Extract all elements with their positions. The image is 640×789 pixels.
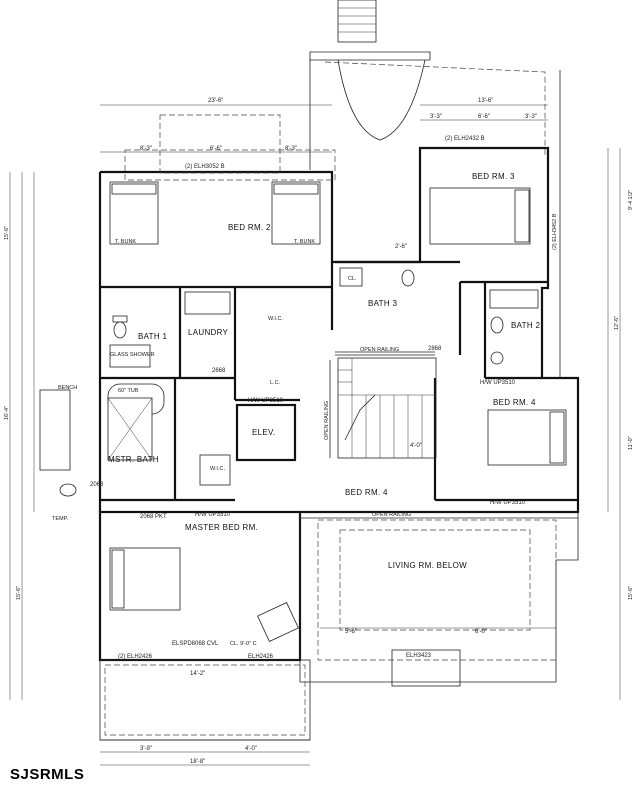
- room-lc: L.C.: [270, 380, 281, 386]
- dim-bottom-4: 14'-2": [190, 671, 205, 677]
- room-bed-rm-2: BED RM. 2: [228, 223, 271, 232]
- room-bed-rm-4-hall: BED RM. 4: [345, 488, 388, 497]
- room-bed-rm-4: BED RM. 4: [493, 398, 536, 407]
- fixtures: [39, 267, 539, 497]
- door-tag-4: 2068 PKT: [140, 514, 167, 520]
- ceiling-note: CL. 9'-0" C: [230, 641, 257, 647]
- room-bed-rm-3: BED RM. 3: [472, 172, 515, 181]
- room-living-below: LIVING RM. BELOW: [388, 561, 467, 570]
- room-bath-1: BATH 1: [138, 332, 167, 341]
- fixture-shower: GLASS SHOWER: [110, 352, 155, 358]
- dim-mid-2: 4'-0": [410, 443, 422, 449]
- label-temp: TEMP.: [52, 516, 69, 522]
- dim-mid-3: 5'-6": [345, 629, 357, 635]
- label-bench: BENCH: [58, 385, 77, 391]
- dim-top-l1: 8'-3": [140, 146, 152, 152]
- hw-tag-1: H/W UP3510: [480, 380, 516, 386]
- dim-right-4: 12'-6": [614, 316, 620, 330]
- room-cl: CL.: [348, 276, 357, 282]
- room-wic-2: W.I.C.: [210, 466, 225, 472]
- dim-right-3: 15'-6": [628, 586, 634, 600]
- interior-walls: [100, 260, 578, 502]
- dim-top-overall: 23'-6": [208, 98, 223, 104]
- window-tag-4: ELSPD8068 CVL: [172, 641, 219, 647]
- beds: [109, 181, 567, 642]
- dim-right-1: 9'-4 1/2": [628, 190, 634, 210]
- label-open-railing-1: OPEN RAILING: [360, 347, 399, 353]
- dim-top-r1: 3'-3": [430, 114, 442, 120]
- label-open-railing-2: OPEN RAILING: [372, 512, 411, 518]
- dim-bottom-2: 3'-9": [140, 746, 152, 752]
- cupola: [309, 0, 546, 155]
- mls-watermark: SJSRMLS: [10, 766, 85, 783]
- dim-left-3: 15'-6": [16, 586, 22, 600]
- dim-top-r2: 6'-6": [478, 114, 490, 120]
- dim-mid-1: 2'-6": [395, 244, 407, 250]
- dim-left-2: 16'-4": [4, 406, 10, 420]
- door-tag-2: 2868: [428, 346, 442, 352]
- dim-bottom-1: 18'-8": [190, 759, 205, 765]
- dim-mid-4: 6'-0": [475, 629, 487, 635]
- window-tag-5: (2) ELH2426: [118, 654, 153, 660]
- label-open-railing-vertical: OPEN RAILING: [324, 401, 330, 440]
- dim-left-1: 15'-6": [4, 226, 10, 240]
- fixture-tub: 60" TUB: [118, 388, 139, 394]
- room-bath-3: BATH 3: [368, 299, 397, 308]
- window-tag-7: ELH2426: [248, 654, 274, 660]
- window-tag-3: (2) ELH3452 B: [552, 213, 558, 250]
- hw-tag-2: H/W UP3510: [490, 500, 526, 506]
- stairs: [337, 357, 437, 459]
- room-wic-1: W.I.C.: [268, 316, 283, 322]
- outer-walls: [98, 60, 580, 683]
- room-bath-2: BATH 2: [511, 321, 540, 330]
- room-mstr-bath: MSTR. BATH: [108, 455, 159, 464]
- hw-tag-3: H/W UP3510: [248, 398, 284, 404]
- window-tag-1: (2) ELH2432 B: [445, 136, 485, 142]
- dim-top-right: 13'-6": [478, 98, 493, 104]
- label-t-bunk-1: T. BUNK: [115, 239, 136, 245]
- dim-bottom-3: 4'-0": [245, 746, 257, 752]
- room-elevator: ELEV.: [252, 428, 275, 437]
- door-tag-1: 2668: [212, 368, 226, 374]
- room-laundry: LAUNDRY: [188, 328, 229, 337]
- dim-top-l2: 6'-6": [210, 146, 222, 152]
- hw-tag-4: H/W UP3510: [195, 512, 231, 518]
- dimension-lines: [9, 104, 621, 766]
- dim-top-r3: 3'-3": [525, 114, 537, 120]
- room-master-bed: MASTER BED RM.: [185, 523, 258, 532]
- label-t-bunk-2: T. BUNK: [294, 239, 315, 245]
- door-tag-3: 2068: [90, 482, 104, 488]
- window-tag-6: ELH3423: [406, 653, 432, 659]
- window-tag-2: (2) ELH3052 B: [185, 164, 225, 170]
- dim-top-l3: 8'-3": [285, 146, 297, 152]
- dim-right-2: 11'-0": [628, 436, 634, 450]
